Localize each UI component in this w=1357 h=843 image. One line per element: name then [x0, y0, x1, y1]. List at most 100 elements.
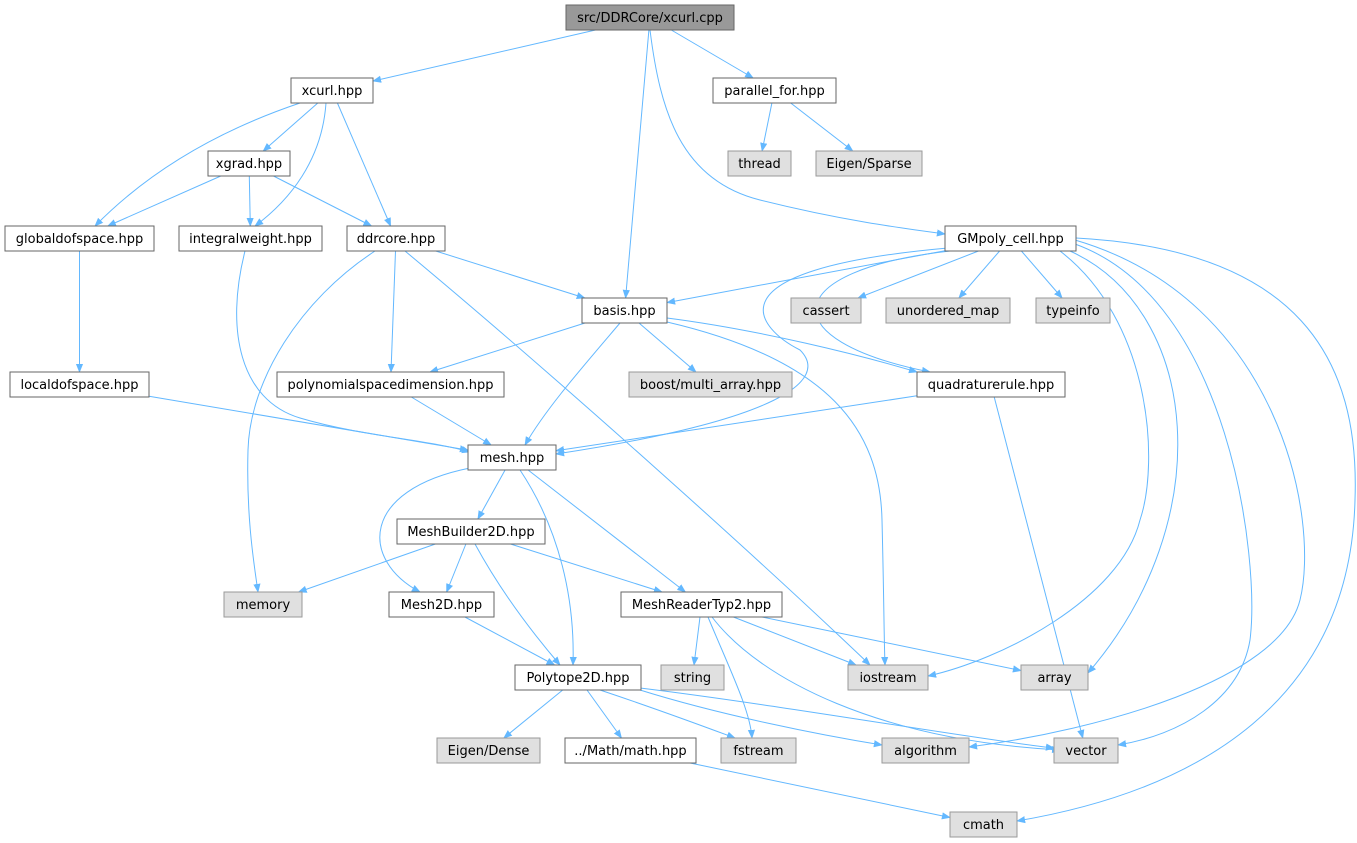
- edge-integralweight-to-mesh: [236, 250, 471, 454]
- node-box: [720, 737, 797, 764]
- edge-polytope2d-to-algorithm: [639, 689, 883, 748]
- edge-gmpoly-to-unordered_map: [958, 250, 1000, 299]
- edge-polytope2d-to-fstream: [599, 689, 736, 739]
- node-label: Mesh2D.hpp: [401, 598, 482, 613]
- edge-gmpoly-to-algorithm: [968, 239, 1306, 750]
- edge-mesh-to-meshbuilder: [477, 469, 506, 520]
- node-xcurl_cpp[interactable]: src/DDRCore/xcurl.cpp: [565, 4, 735, 31]
- edge-meshbuilder-to-memory: [297, 543, 436, 593]
- node-box: [565, 4, 735, 31]
- edge-polytope2d-to-eigen_dense: [503, 689, 564, 739]
- node-mesh[interactable]: mesh.hpp: [467, 444, 557, 471]
- edge-basis-to-quadrule: [666, 317, 918, 374]
- node-label: iostream: [859, 671, 916, 686]
- node-string: string: [660, 664, 725, 691]
- node-parallel_for[interactable]: parallel_for.hpp: [712, 77, 837, 104]
- node-iostream: iostream: [847, 664, 929, 691]
- node-xcurl_hpp[interactable]: xcurl.hpp: [290, 77, 374, 104]
- edge-parallel_for-to-eigen_sparse: [790, 102, 854, 152]
- node-localdofspace[interactable]: localdofspace.hpp: [9, 371, 150, 398]
- node-meshreader[interactable]: MeshReaderTyp2.hpp: [620, 591, 783, 618]
- node-globaldofspace[interactable]: globaldofspace.hpp: [4, 225, 155, 252]
- edge-meshreader-to-array: [761, 616, 1022, 673]
- edge-xgrad-to-integralweight: [246, 175, 254, 227]
- node-label: unordered_map: [897, 304, 1000, 319]
- node-label: fstream: [733, 744, 783, 759]
- node-eigen_dense: Eigen/Dense: [436, 737, 541, 764]
- edge-xcurl_cpp-to-basis: [622, 29, 650, 299]
- node-boost_multi: boost/multi_array.hpp: [628, 371, 793, 398]
- edge-basis-to-boost_multi: [638, 322, 697, 373]
- node-polytope2d[interactable]: Polytope2D.hpp: [514, 664, 642, 691]
- node-box: [881, 737, 970, 764]
- node-basis[interactable]: basis.hpp: [581, 297, 668, 324]
- node-math[interactable]: ../Math/math.hpp: [564, 737, 697, 764]
- node-box: [628, 371, 793, 398]
- node-box: [207, 150, 291, 177]
- edge-mesh-to-mesh2d: [379, 467, 471, 593]
- node-box: [4, 225, 155, 252]
- edges-layer: [75, 29, 1356, 824]
- node-box: [396, 518, 546, 545]
- node-box: [916, 371, 1066, 398]
- edge-meshbuilder-to-meshreader: [510, 543, 663, 593]
- node-ddrcore[interactable]: ddrcore.hpp: [346, 225, 446, 252]
- node-box: [620, 591, 783, 618]
- node-label: xgrad.hpp: [216, 157, 282, 172]
- node-label: boost/multi_array.hpp: [640, 378, 781, 393]
- edge-xcurl_hpp-to-globaldofspace: [94, 102, 301, 227]
- edge-meshreader-to-string: [691, 616, 701, 666]
- node-label: algorithm: [894, 744, 957, 759]
- edge-gmpoly-to-cmath: [1016, 237, 1356, 824]
- node-mesh2d[interactable]: Mesh2D.hpp: [388, 591, 495, 618]
- node-box: [1035, 297, 1111, 324]
- edge-meshreader-to-vector: [711, 616, 1061, 754]
- node-label: polynomialspacedimension.hpp: [288, 378, 494, 393]
- node-box: [467, 444, 557, 471]
- node-polyspacedim[interactable]: polynomialspacedimension.hpp: [276, 371, 505, 398]
- node-box: [1053, 737, 1119, 764]
- node-label: MeshBuilder2D.hpp: [407, 525, 534, 540]
- node-quadrule[interactable]: quadraturerule.hpp: [916, 371, 1066, 398]
- node-eigen_sparse: Eigen/Sparse: [815, 150, 923, 177]
- node-label: mesh.hpp: [480, 451, 545, 466]
- node-meshbuilder[interactable]: MeshBuilder2D.hpp: [396, 518, 546, 545]
- edge-gmpoly-to-typeinfo: [1021, 250, 1063, 299]
- edge-meshbuilder-to-mesh2d: [446, 543, 467, 593]
- node-label: thread: [738, 157, 781, 172]
- node-box: [815, 150, 923, 177]
- edge-meshbuilder-to-polytope2d: [474, 543, 561, 666]
- edge-xcurl_hpp-to-ddrcore: [336, 102, 392, 227]
- node-box: [223, 591, 303, 618]
- node-memory: memory: [223, 591, 303, 618]
- edge-xcurl_cpp-to-gmpoly: [649, 29, 946, 237]
- node-label: Polytope2D.hpp: [526, 671, 629, 686]
- node-box: [885, 297, 1011, 324]
- node-label: src/DDRCore/xcurl.cpp: [577, 11, 723, 26]
- edge-mesh-to-meshreader: [527, 469, 687, 593]
- node-box: [949, 811, 1018, 838]
- node-box: [290, 77, 374, 104]
- node-unordered_map: unordered_map: [885, 297, 1011, 324]
- node-integralweight[interactable]: integralweight.hpp: [178, 225, 323, 252]
- edge-gmpoly-to-cassert: [857, 250, 979, 299]
- node-box: [847, 664, 929, 691]
- node-box: [514, 664, 642, 691]
- node-xgrad[interactable]: xgrad.hpp: [207, 150, 291, 177]
- node-label: ddrcore.hpp: [357, 232, 436, 247]
- node-label: typeinfo: [1046, 304, 1099, 319]
- edge-xgrad-to-globaldofspace: [106, 175, 222, 227]
- node-box: [346, 225, 446, 252]
- node-label: quadraturerule.hpp: [928, 378, 1054, 393]
- edge-basis-to-iostream: [666, 321, 889, 666]
- node-label: ../Math/math.hpp: [574, 744, 686, 759]
- node-label: basis.hpp: [593, 304, 655, 319]
- node-array: array: [1020, 664, 1089, 691]
- node-label: globaldofspace.hpp: [16, 232, 143, 247]
- node-typeinfo: typeinfo: [1035, 297, 1111, 324]
- node-algorithm: algorithm: [881, 737, 970, 764]
- edge-math-to-cmath: [689, 762, 951, 820]
- node-gmpoly[interactable]: GMpoly_cell.hpp: [944, 225, 1077, 252]
- node-label: memory: [236, 598, 291, 613]
